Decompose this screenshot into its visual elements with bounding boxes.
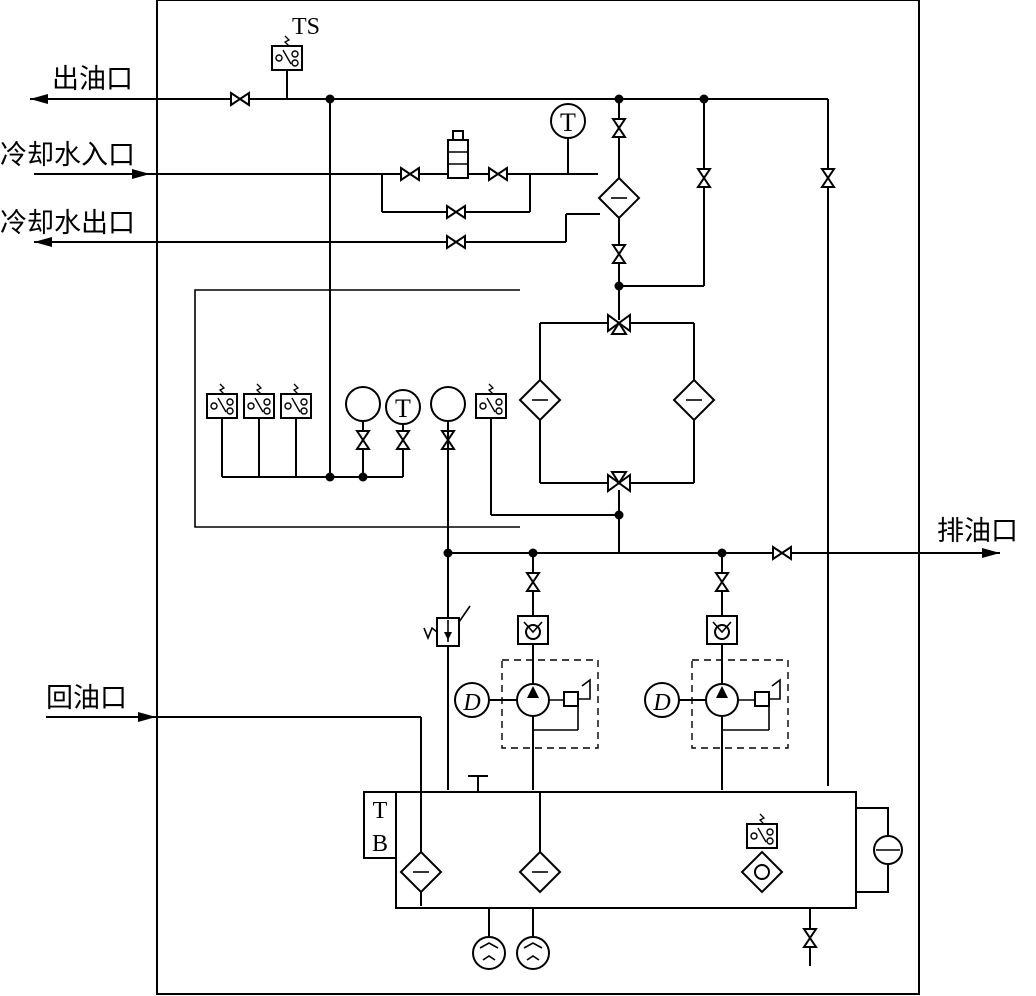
cooling-water-outlet-line	[34, 213, 600, 247]
pump2-check-valve	[706, 615, 738, 645]
outlet-valve[interactable]	[230, 92, 250, 106]
tank-b-label: B	[372, 831, 388, 857]
differential-switch-line	[490, 418, 619, 516]
pump-manifold	[443, 421, 1000, 790]
cooling-outlet-valve[interactable]	[446, 235, 466, 249]
level-gauge	[856, 807, 903, 893]
cooler	[598, 177, 640, 219]
cooler-inlet-valve[interactable]	[612, 118, 626, 138]
panel-thermometer: T	[385, 389, 421, 425]
motor2: D	[644, 682, 706, 718]
temp-b-label: T	[395, 394, 411, 423]
station-frame	[156, 0, 920, 995]
return-label: 回油口	[46, 683, 127, 714]
suction-filter	[519, 851, 561, 893]
duplex-filter-loop	[539, 322, 695, 552]
tank-level-switch	[746, 813, 778, 849]
duplex-filter-left	[519, 379, 561, 421]
cooler-bypass-valve[interactable]	[697, 168, 711, 188]
pressure-gauge-1	[345, 386, 381, 422]
tank-plug-2	[516, 908, 550, 970]
pump2	[705, 683, 739, 717]
tank-drain-valve[interactable]	[803, 928, 817, 948]
pump-unit-1	[501, 553, 599, 790]
cooling-water-inlet-line	[34, 169, 598, 213]
cooling-thermometer: T	[550, 103, 586, 174]
cooling-water-inlet-label: 冷却水入口	[0, 140, 135, 171]
drain-label: 排油口	[937, 516, 1018, 547]
pressure-switch-1	[206, 383, 238, 419]
drain-valve[interactable]	[772, 546, 792, 560]
cooling-inlet-valve-2[interactable]	[488, 167, 508, 181]
cooling-water-outlet-label: 冷却水出口	[0, 208, 135, 239]
pump2-valve[interactable]	[715, 572, 729, 592]
pressure-gauge-2	[430, 386, 466, 422]
cooler-outlet-valve[interactable]	[612, 244, 626, 264]
duplex-filter-right	[673, 379, 715, 421]
three-way-valve-bottom[interactable]	[607, 471, 631, 493]
cooling-bypass-valve[interactable]	[446, 205, 466, 219]
ts-switch: TS	[271, 14, 320, 99]
tank-plug-1	[472, 908, 506, 970]
solenoid-valve[interactable]	[447, 130, 469, 179]
gauge-valve-1[interactable]	[356, 430, 370, 450]
tank-heater	[740, 850, 784, 894]
pressure-switch-2	[243, 383, 275, 419]
pump1-check-valve	[517, 615, 549, 645]
outlet-bypass-valve[interactable]	[821, 168, 835, 188]
svg-text:D: D	[462, 690, 480, 716]
three-way-valve-top[interactable]	[607, 313, 631, 335]
ts-label: TS	[292, 14, 320, 40]
motor1: D	[454, 682, 517, 718]
tb-block: T B	[363, 791, 397, 859]
instrument-panel-outline	[194, 289, 520, 528]
pump-unit-2	[691, 553, 789, 790]
pump1	[516, 683, 550, 717]
pressure-switch-3	[280, 383, 312, 419]
differential-pressure-switch	[475, 383, 507, 419]
relief-valve[interactable]	[423, 605, 471, 647]
cooling-inlet-valve-1[interactable]	[400, 167, 420, 181]
outlet-label: 出油口	[52, 64, 133, 95]
tank-t-label: T	[373, 798, 388, 824]
oil-tank	[395, 775, 857, 909]
outlet-line	[30, 94, 835, 786]
return-filter	[400, 851, 442, 893]
svg-text:D: D	[652, 690, 670, 716]
temp-a-label: T	[560, 108, 576, 137]
pump1-valve[interactable]	[526, 572, 540, 592]
gauge-valve-2[interactable]	[396, 430, 410, 450]
